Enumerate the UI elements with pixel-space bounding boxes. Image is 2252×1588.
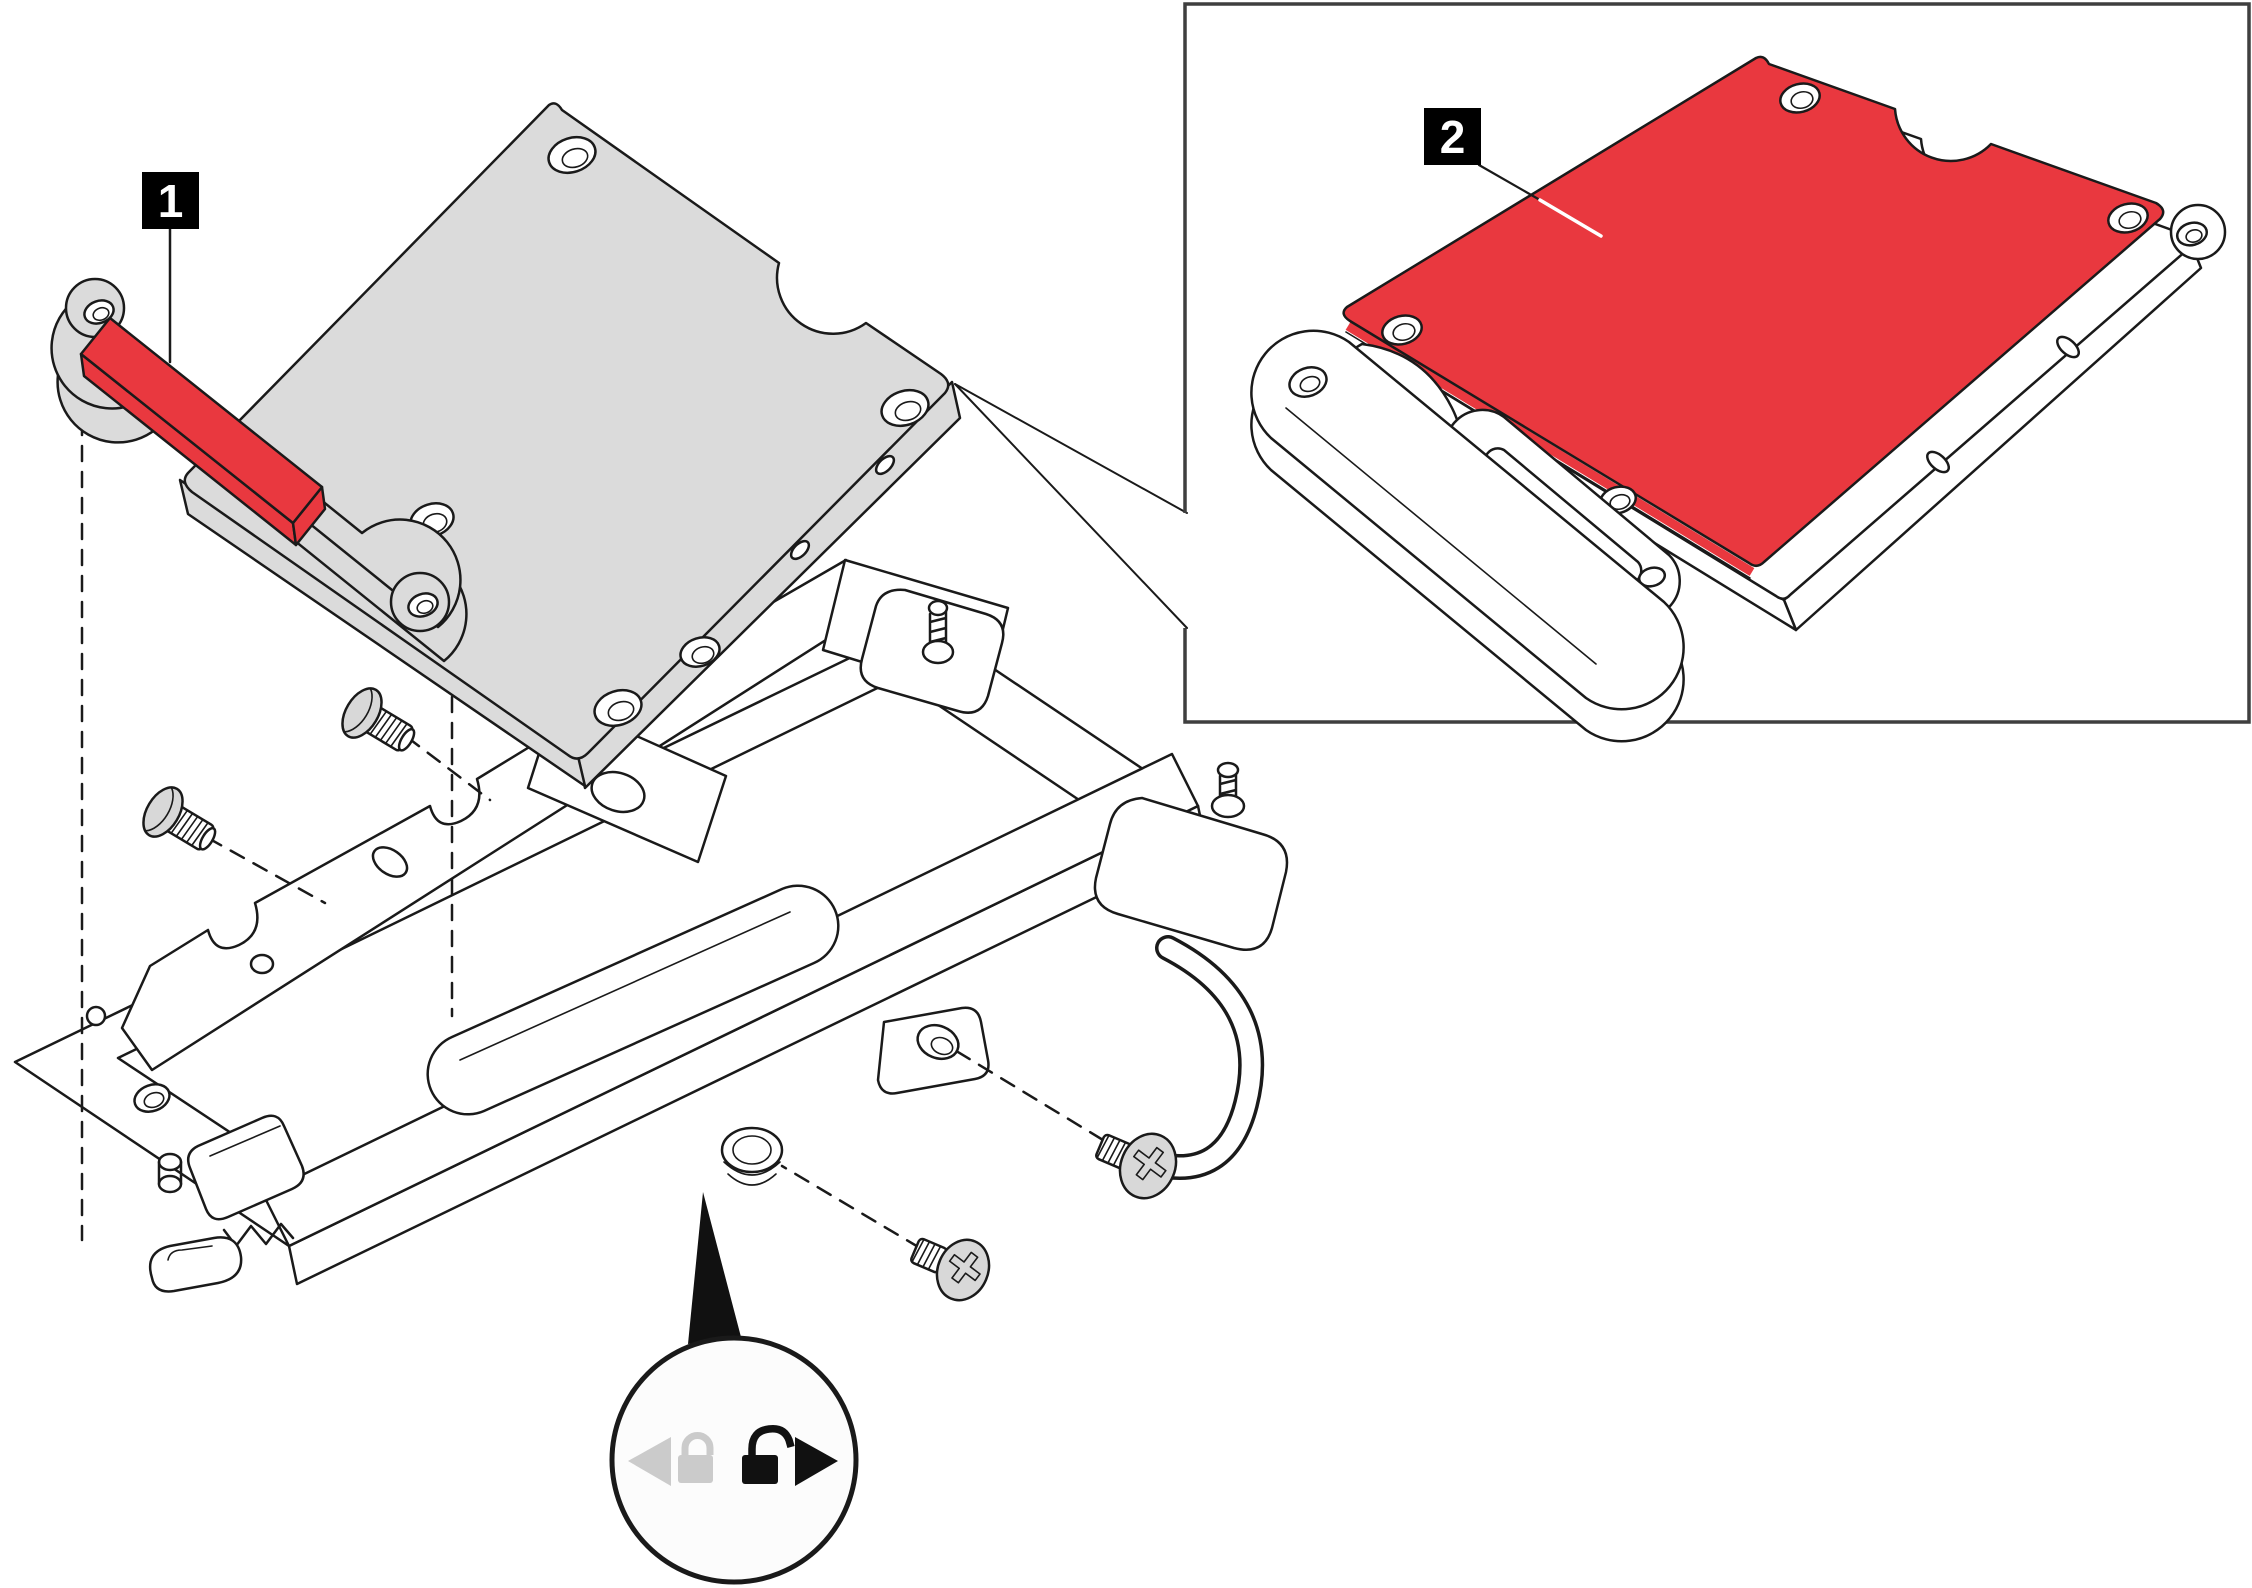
- upper-pin-base: [921, 639, 955, 665]
- right-bracket: [1093, 796, 1289, 951]
- latch-plate: [187, 1114, 305, 1221]
- drive-counterbore-inner: [561, 147, 589, 169]
- frame-stud-bottom: [157, 1174, 183, 1194]
- coldplate-side-hole: [2056, 335, 2080, 359]
- rail-ear-hole-inner: [416, 599, 434, 615]
- loop-handle-inner: [1142, 938, 1261, 1177]
- phillips-cross-icon: [1133, 1146, 1167, 1181]
- screw-head: [1118, 1132, 1178, 1200]
- keyhole-hole-inner: [930, 1036, 954, 1056]
- lock-closed-icon: [681, 1432, 714, 1455]
- detail-inset: [1183, 2, 2251, 743]
- wall-hole: [371, 846, 409, 878]
- screw-tip: [198, 826, 217, 851]
- latch-plate-edge: [209, 1125, 281, 1157]
- triangle-right-icon: [795, 1437, 838, 1486]
- lock-open-body: [742, 1455, 778, 1484]
- drive-side-hole: [874, 454, 896, 476]
- drive-side-hole: [789, 539, 811, 561]
- bridge-hole: [590, 770, 646, 814]
- coldplate-rail-hole-inner: [1299, 375, 1321, 393]
- right-pin-spring: [1218, 770, 1238, 804]
- drive-counterbore-inner: [607, 700, 635, 722]
- upper-pin-spring: [928, 608, 948, 652]
- drive-assembly: [50, 102, 962, 790]
- rail-boss-inner: [732, 1135, 772, 1165]
- right-pin-cap: [1216, 761, 1240, 779]
- phillips-screw-1: [1095, 1132, 1178, 1200]
- thermal-pad-detail: [1342, 55, 2165, 567]
- flat-head-screw-2: [142, 786, 217, 851]
- latch-hook: [148, 1236, 243, 1293]
- callout-circle: [609, 1335, 859, 1585]
- screw-guide-1: [405, 735, 492, 802]
- screw-guide-2: [206, 836, 327, 905]
- right-pin-base: [1210, 793, 1246, 819]
- inset-border: [1183, 2, 2251, 724]
- screw-tip: [397, 727, 416, 752]
- callout-pointer: [688, 1192, 741, 1344]
- wall-hole: [249, 953, 275, 975]
- drive-counterbore-inner: [691, 645, 715, 665]
- drive-counterbore-inner: [894, 400, 922, 422]
- screw-guide-3: [946, 1044, 1105, 1142]
- screw-head-face: [145, 787, 174, 832]
- screw-head-face: [344, 688, 373, 733]
- drive-top-face: [183, 102, 950, 760]
- callout-label-2: 2: [1424, 108, 1481, 165]
- frame-hole: [85, 1005, 107, 1027]
- rail-boss-side: [723, 1161, 781, 1186]
- coldplate-rail-edge: [1285, 407, 1597, 665]
- screw-threads: [911, 1239, 941, 1270]
- lock-open-icon: [748, 1424, 795, 1455]
- detail-view-line-lower: [954, 383, 1188, 629]
- frame-stud-top: [157, 1152, 183, 1172]
- lock-callout: [609, 1192, 859, 1585]
- callout-2-leader-tip: [1538, 198, 1603, 238]
- frame-counterbore-inner: [143, 1091, 165, 1109]
- flat-head-screw-1: [341, 687, 416, 752]
- pad-holes: [1381, 82, 2149, 515]
- triangle-left-icon: [628, 1437, 671, 1486]
- upper-pin-cap: [927, 599, 949, 617]
- detail-view-line-upper: [954, 383, 1188, 514]
- drive-cage: [13, 558, 1289, 1293]
- latch-hook-edge: [167, 1245, 213, 1261]
- coldplate-rail-top: [1250, 329, 1685, 711]
- latch-flange: [426, 884, 840, 1116]
- callout-label-1: 1: [142, 172, 199, 229]
- rail-ear-hole-inner: [92, 306, 110, 322]
- screw-threads: [1096, 1135, 1126, 1166]
- callout-2-leader: [1477, 163, 1542, 202]
- lock-closed-body: [678, 1455, 713, 1483]
- phillips-screw-2: [910, 1237, 991, 1302]
- coldplate-ear-hole-inner: [2185, 229, 2203, 243]
- coldplate-side-hole: [1926, 450, 1950, 474]
- latch-flange-edge: [459, 911, 791, 1061]
- phillips-cross-icon: [948, 1251, 981, 1284]
- thermal-pad-top: [79, 316, 324, 525]
- assembly-guide-lines: [80, 366, 1105, 1250]
- screw-guide-4: [780, 1164, 922, 1250]
- screw-head: [935, 1238, 991, 1302]
